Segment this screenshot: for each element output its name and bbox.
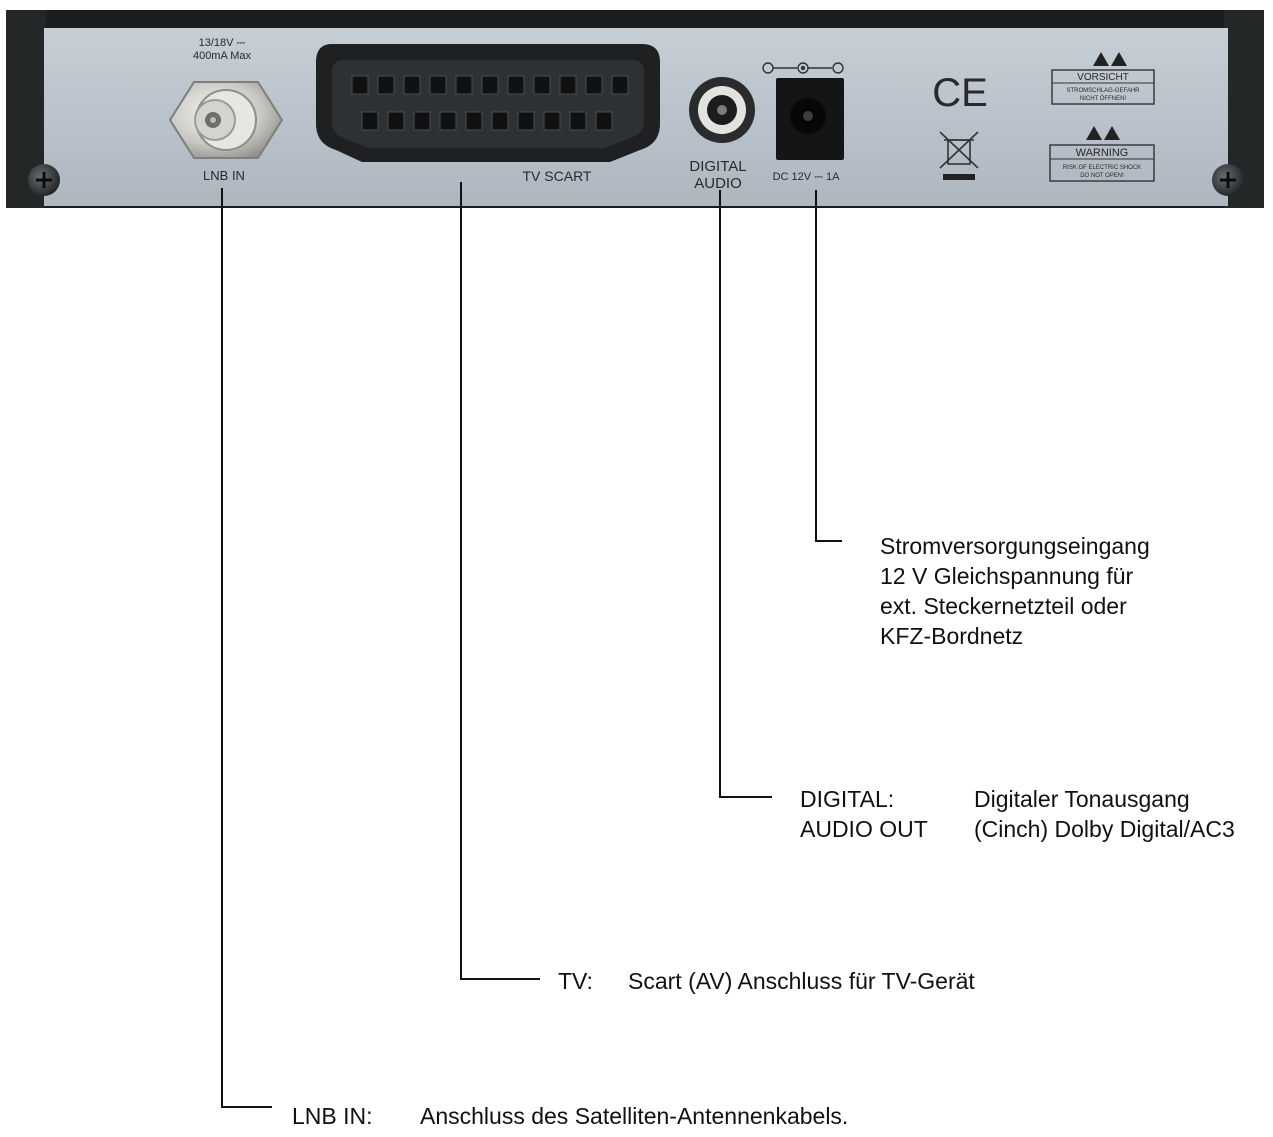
scart-pin: [507, 75, 525, 95]
screw-left-icon: [28, 164, 60, 196]
lnb-term: LNB IN:: [292, 1103, 373, 1129]
scart-pin: [465, 111, 483, 131]
power-desc-line2: 12 V Gleichspannung für: [880, 563, 1134, 589]
vorsicht-text-line1: STROMSCHLAG-GEFAHR: [1066, 88, 1140, 94]
english-warning-label: WARNING RISK OF ELECTRIC SHOCK DO NOT OP…: [1049, 126, 1155, 182]
scart-pins: [351, 75, 629, 131]
lnb-connector-icon: [168, 81, 284, 159]
warning-text-line1: RISK OF ELECTRIC SHOCK: [1063, 165, 1141, 171]
tv-scart-label: TV SCART: [523, 168, 592, 184]
scart-pin: [455, 75, 473, 95]
vorsicht-title: VORSICHT: [1077, 72, 1129, 83]
dc-polarity-symbol-icon: [762, 62, 844, 74]
scart-connector-icon: [316, 44, 660, 162]
digital-audio-term-line1: DIGITAL:: [800, 786, 895, 812]
dc-input-label: DC 12V ⎓ 1A: [773, 171, 841, 183]
vorsicht-warning-label: VORSICHT STROMSCHLAG-GEFAHR NICHT ÖFFNEN…: [1051, 52, 1155, 105]
leader-line-lnb: [221, 188, 272, 1108]
leader-lines: [221, 182, 842, 1108]
lnb-rating-line1: 13/18V ⎓: [199, 37, 246, 49]
scart-pin: [481, 75, 499, 95]
scart-pin: [491, 111, 509, 131]
scart-pin: [611, 75, 629, 95]
tv-term: TV:: [558, 968, 593, 994]
scart-pin: [569, 111, 587, 131]
ce-mark: CE: [932, 71, 988, 115]
scart-pin: [533, 75, 551, 95]
scart-pin: [361, 111, 379, 131]
scart-pin: [595, 111, 613, 131]
dc-power-jack-icon: [776, 78, 844, 160]
scart-pin: [585, 75, 603, 95]
digital-audio-term: DIGITAL: AUDIO OUT: [800, 784, 928, 844]
lnb-callout: LNB IN: Anschluss des Satelliten-Antenne…: [292, 1101, 932, 1131]
scart-pin: [351, 75, 369, 95]
lnb-rating-line2: 400mA Max: [193, 50, 252, 62]
lnb-in-label: LNB IN: [203, 168, 245, 183]
power-desc-line4: KFZ-Bordnetz: [880, 623, 1024, 649]
digital-audio-label-line2: AUDIO: [694, 175, 742, 192]
scart-pin: [559, 75, 577, 95]
lnb-desc: Anschluss des Satelliten-Antennenkabels.: [420, 1103, 849, 1129]
scart-pin: [377, 75, 395, 95]
digital-audio-callout: DIGITAL: AUDIO OUT Digitaler Tonausgang …: [800, 784, 1270, 844]
power-desc-line1: Stromversorgungseingang: [880, 533, 1150, 559]
warning-title: WARNING: [1076, 147, 1129, 159]
warning-text-line2: DO NOT OPEN!: [1080, 173, 1124, 179]
digital-audio-term-line2: AUDIO OUT: [800, 816, 928, 842]
vorsicht-text-line2: NICHT ÖFFNEN!: [1080, 95, 1127, 102]
receiver-rear-panel: 13/18V ⎓ 400mA Max LNB IN TV SCART DIGIT…: [6, 10, 1264, 208]
scart-pin: [403, 75, 421, 95]
digital-audio-desc-line1: Digitaler Tonausgang: [974, 786, 1190, 812]
leader-line-power: [815, 190, 842, 542]
digital-audio-desc-line2: (Cinch) Dolby Digital/AC3: [974, 816, 1235, 842]
leader-line-digital-audio: [719, 190, 772, 798]
power-callout: Stromversorgungseingang 12 V Gleichspann…: [880, 531, 1150, 651]
tv-callout: TV: Scart (AV) Anschluss für TV-Gerät: [558, 966, 1078, 996]
scart-pin: [517, 111, 535, 131]
screw-right-icon: [1212, 164, 1244, 196]
scart-pin: [429, 75, 447, 95]
scart-pin: [439, 111, 457, 131]
weee-bin-icon: [939, 131, 979, 180]
power-desc-line3: ext. Steckernetzteil oder: [880, 593, 1127, 619]
scart-pin: [413, 111, 431, 131]
leader-line-tv: [460, 182, 540, 980]
scart-pin: [387, 111, 405, 131]
digital-audio-label-line1: DIGITAL: [689, 158, 746, 175]
digital-audio-desc: Digitaler Tonausgang (Cinch) Dolby Digit…: [974, 784, 1235, 844]
digital-audio-jack-icon: [689, 77, 755, 143]
tv-desc: Scart (AV) Anschluss für TV-Gerät: [628, 968, 975, 994]
scart-pin: [543, 111, 561, 131]
